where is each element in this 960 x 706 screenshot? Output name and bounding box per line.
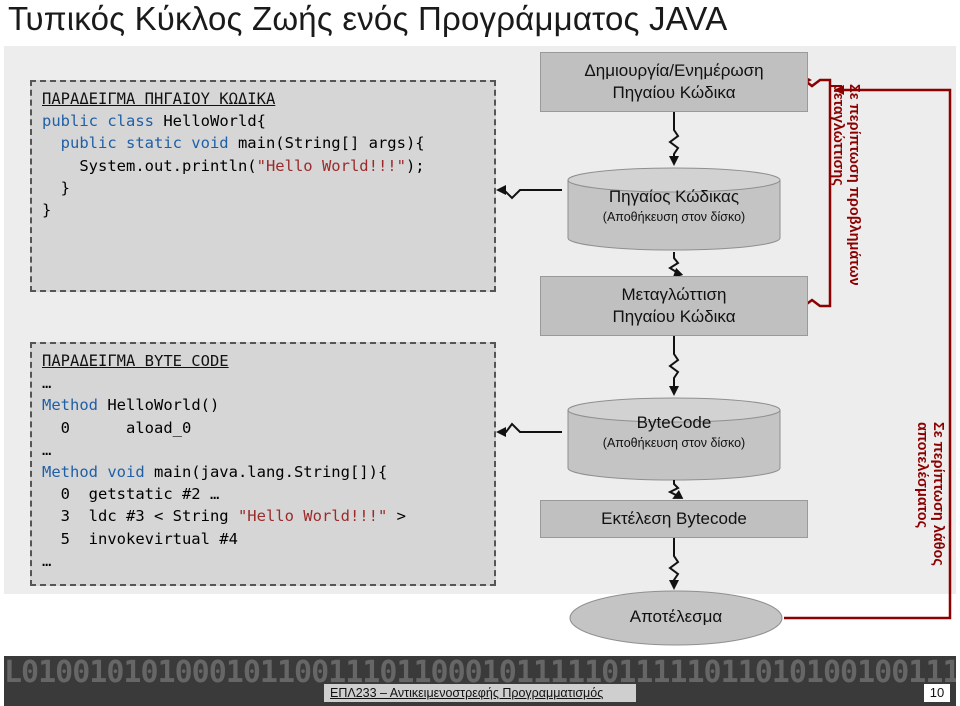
arrow-compile-to-bytecode [668, 336, 680, 396]
slide-title: Τυπικός Κύκλος Ζωής ενός Προγράμματος JA… [8, 0, 728, 37]
code-line: 3 ldc #3 < String "Hello World!!!" > [42, 507, 406, 526]
bytecode-header: ΠΑΡΑΔΕΙΓΜΑ BYTE CODE [42, 352, 229, 370]
course-label-background [324, 684, 636, 702]
code-line: Method void main(java.lang.String[]){ [42, 462, 388, 481]
arrow-source-to-compile [668, 252, 684, 279]
source-code-cylinder [567, 167, 781, 251]
page-number: 10 [924, 684, 950, 702]
result-label: Αποτέλεσμα [629, 607, 723, 626]
source-code-header: ΠΑΡΑΔΕΙΓΜΑ ΠΗΓΑΙΟΥ ΚΩΔΙΚΑ [42, 90, 276, 108]
code-line: public class HelloWorld{ [42, 112, 266, 131]
bytecode-example: ΠΑΡΑΔΕΙΓΜΑ BYTE CODE … Method HelloWorld… [30, 342, 496, 586]
bytecode-storage: ByteCode (Αποθήκευση στον δίσκο) [602, 413, 746, 450]
compile-error-arrow [788, 75, 832, 308]
arrow-create-to-source [668, 112, 680, 166]
compile-error-label: Σε περίπτωση προβλημάτων μεταγλώττισης [830, 84, 862, 286]
binary-decoration: L010010101000101100111011000101111101111… [4, 656, 956, 690]
code-line: } [42, 178, 70, 197]
code-line: … [42, 374, 52, 393]
bytecode-cylinder [567, 397, 781, 481]
arrow-to-bytecode-example [496, 422, 562, 437]
code-line: 0 aload_0 [42, 418, 192, 437]
source-code-storage: Πηγαίος Κώδικας (Αποθήκευση στον δίσκο) [602, 187, 746, 224]
code-line: … [42, 440, 52, 459]
code-line: 0 getstatic #2 … [42, 485, 220, 504]
code-line: Method HelloWorld() [42, 396, 220, 415]
arrow-bytecode-to-execute [667, 480, 684, 499]
create-source-box: Δημιουργία/Ενημέρωση Πηγαίου Κώδικα [540, 52, 808, 112]
code-line: System.out.println("Hello World!!!"); [42, 156, 425, 175]
execute-box: Εκτέλεση Bytecode [540, 500, 808, 538]
arrow-execute-to-result [668, 538, 680, 590]
result-ellipse [569, 590, 783, 646]
code-line: 5 invokevirtual #4 [42, 529, 238, 548]
arrow-to-source-example [496, 185, 562, 200]
runtime-error-label: Σε περίπτωση λάθος αποτελέσματος [914, 422, 946, 566]
code-line: … [42, 551, 52, 570]
runtime-error-arrow [784, 85, 952, 620]
code-line: } [42, 200, 52, 219]
course-name: ΕΠΛ233 – Αντικειμενοστρεφής Προγραμματισ… [330, 686, 604, 700]
code-line: public static void main(String[] args){ [42, 134, 425, 153]
compile-box: Μεταγλώττιση Πηγαίου Κώδικα [540, 276, 808, 336]
source-code-example: ΠΑΡΑΔΕΙΓΜΑ ΠΗΓΑΙΟΥ ΚΩΔΙΚΑ public class H… [30, 80, 496, 292]
